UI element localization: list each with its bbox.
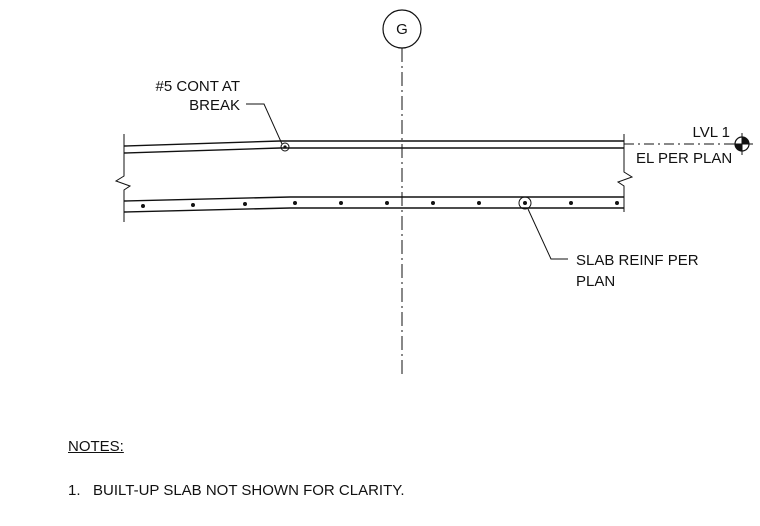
reinf-bar-dot bbox=[385, 201, 389, 205]
reinf-bar-dot bbox=[191, 203, 195, 207]
top-slab-edge-outer bbox=[123, 140, 624, 147]
slab-reinf-label-line1: SLAB REINF PER bbox=[576, 252, 699, 269]
reinf-bar-dot bbox=[615, 201, 619, 205]
bottom-slab-edge-lower bbox=[123, 207, 624, 213]
slab-reinf-label-line2: PLAN bbox=[576, 273, 615, 290]
cont-bar-dot bbox=[283, 145, 287, 149]
reinf-bar-dot bbox=[339, 201, 343, 205]
notes-title: NOTES: bbox=[68, 438, 124, 455]
cont-bar-label-line1: #5 CONT AT bbox=[156, 78, 240, 95]
right-break-line bbox=[616, 134, 634, 212]
reinf-bar-dot bbox=[431, 201, 435, 205]
level-label: LVL 1 bbox=[692, 124, 730, 141]
reinf-bar-dot bbox=[569, 201, 573, 205]
top-slab-edge-inner bbox=[123, 147, 624, 154]
slab-reinf-marker bbox=[518, 196, 532, 210]
slab-reinf-bars bbox=[141, 201, 619, 208]
elevation-label: EL PER PLAN bbox=[636, 150, 732, 167]
note-number: 1. bbox=[68, 482, 81, 499]
elevation-target-icon bbox=[731, 133, 753, 155]
reinf-bar-dot bbox=[293, 201, 297, 205]
reinf-bar-dot bbox=[477, 201, 481, 205]
note-text: BUILT-UP SLAB NOT SHOWN FOR CLARITY. bbox=[93, 482, 405, 499]
bottom-slab-edge-upper bbox=[123, 196, 624, 202]
cont-bar-label-line2: BREAK bbox=[189, 97, 240, 114]
grid-bubble-label: G bbox=[396, 21, 408, 38]
cont-bar-leader bbox=[246, 103, 283, 145]
note-item: 1. BUILT-UP SLAB NOT SHOWN FOR CLARITY. bbox=[68, 482, 405, 499]
reinf-bar-dot bbox=[141, 204, 145, 208]
reinf-bar-dot bbox=[523, 201, 527, 205]
reinf-bar-dot bbox=[243, 202, 247, 206]
slab-reinf-leader bbox=[527, 208, 568, 260]
left-break-line bbox=[114, 134, 132, 222]
cont-bar-marker bbox=[280, 142, 290, 152]
